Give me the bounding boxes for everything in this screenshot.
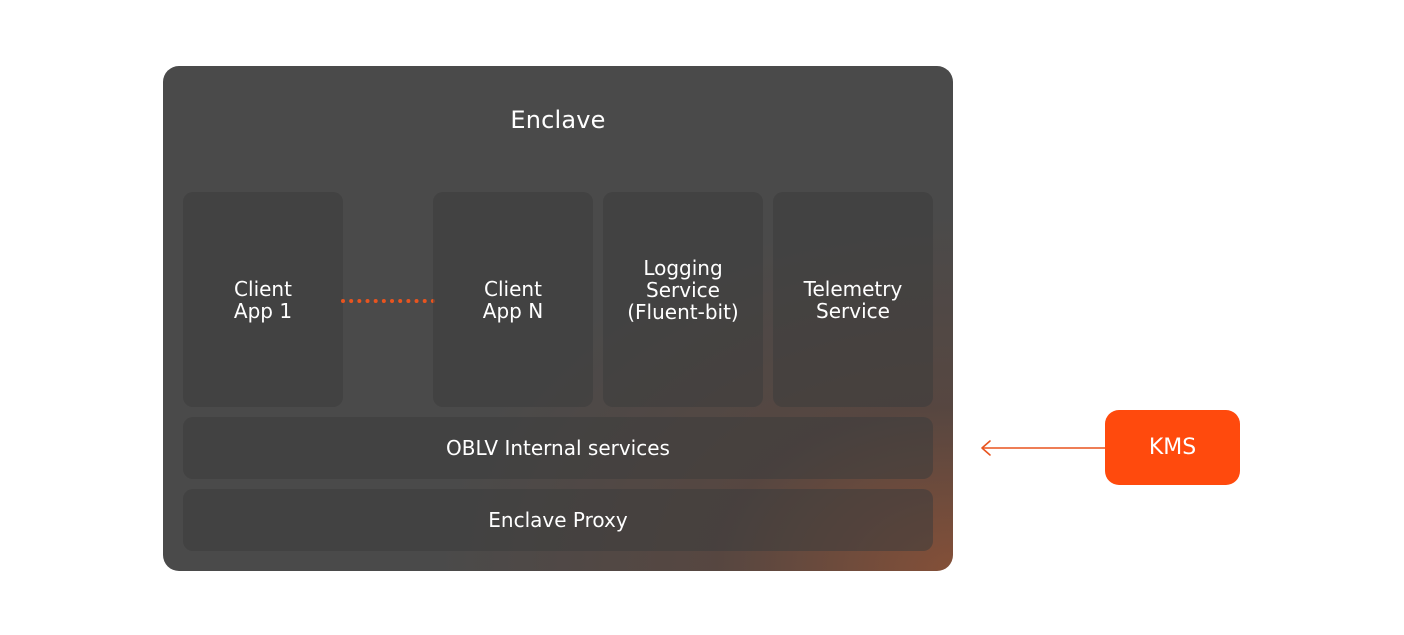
client-app-n-box: Client App N — [433, 192, 593, 407]
enclave-title: Enclave — [510, 106, 606, 134]
dotted-connector — [341, 299, 435, 303]
kms-label: KMS — [1148, 435, 1197, 460]
logging-service-label: Logging Service (Fluent-bit) — [627, 255, 739, 324]
kms-box: KMS — [1105, 410, 1240, 485]
telemetry-service-box: Telemetry Service — [773, 192, 933, 407]
kms-to-enclave-arrow — [981, 440, 1106, 456]
client-app-1-label: Client App 1 — [233, 276, 293, 323]
oblv-internal-services-box: OBLV Internal services — [183, 417, 933, 479]
enclave-proxy-label: Enclave Proxy — [488, 508, 628, 532]
client-app-1-box: Client App 1 — [183, 192, 343, 407]
telemetry-service-label: Telemetry Service — [803, 276, 903, 323]
enclave-proxy-box: Enclave Proxy — [183, 489, 933, 551]
logging-service-box: Logging Service (Fluent-bit) — [603, 192, 763, 407]
enclave-container: Enclave Client App 1 Client App N Loggin… — [163, 66, 953, 571]
client-app-n-label: Client App N — [482, 276, 544, 323]
oblv-internal-services-label: OBLV Internal services — [446, 436, 670, 460]
